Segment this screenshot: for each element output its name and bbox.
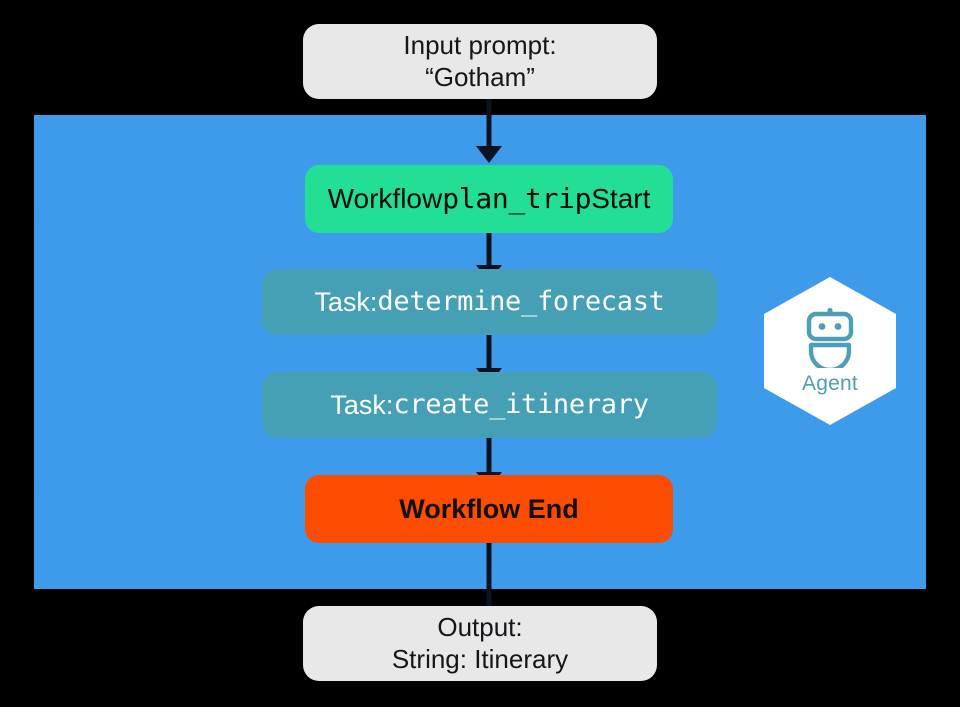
connector-stem [486,543,492,610]
input-prompt-line-1: Input prompt: [403,29,557,60]
connector-stem [486,335,492,372]
workflow-end-label: Workflow End [399,493,579,524]
agent-badge: Agent [764,277,896,425]
task-code: determine_forecast [377,285,665,317]
output-line-1: Output: [437,611,523,642]
connector-stem [486,99,492,149]
workflow-start-code: plan_trip [442,181,592,215]
workflow-start-node: Workflow plan_trip Start [305,165,673,233]
arrowhead-icon [476,146,502,163]
input-prompt-node: Input prompt: “Gotham” [303,24,657,99]
task-prefix: Task: [314,286,378,317]
workflow-end-node: Workflow End [305,475,673,543]
task-node-create-itinerary: Task: create_itinerary [262,372,717,438]
input-prompt-line-2: “Gotham” [425,61,535,92]
agent-badge-content: Agent [764,277,896,425]
agent-badge-label: Agent [802,372,858,395]
workflow-start-prefix: Workflow [327,182,443,214]
output-line-2: String: Itinerary [391,643,569,674]
connector-stem [486,438,492,476]
robot-icon [806,308,854,368]
output-node: Output: String: Itinerary [303,606,657,681]
connector-stem [486,233,492,269]
task-code: create_itinerary [393,388,649,420]
workflow-start-suffix: Start [591,182,651,214]
task-prefix: Task: [330,389,394,420]
task-node-determine-forecast: Task: determine_forecast [262,269,717,335]
